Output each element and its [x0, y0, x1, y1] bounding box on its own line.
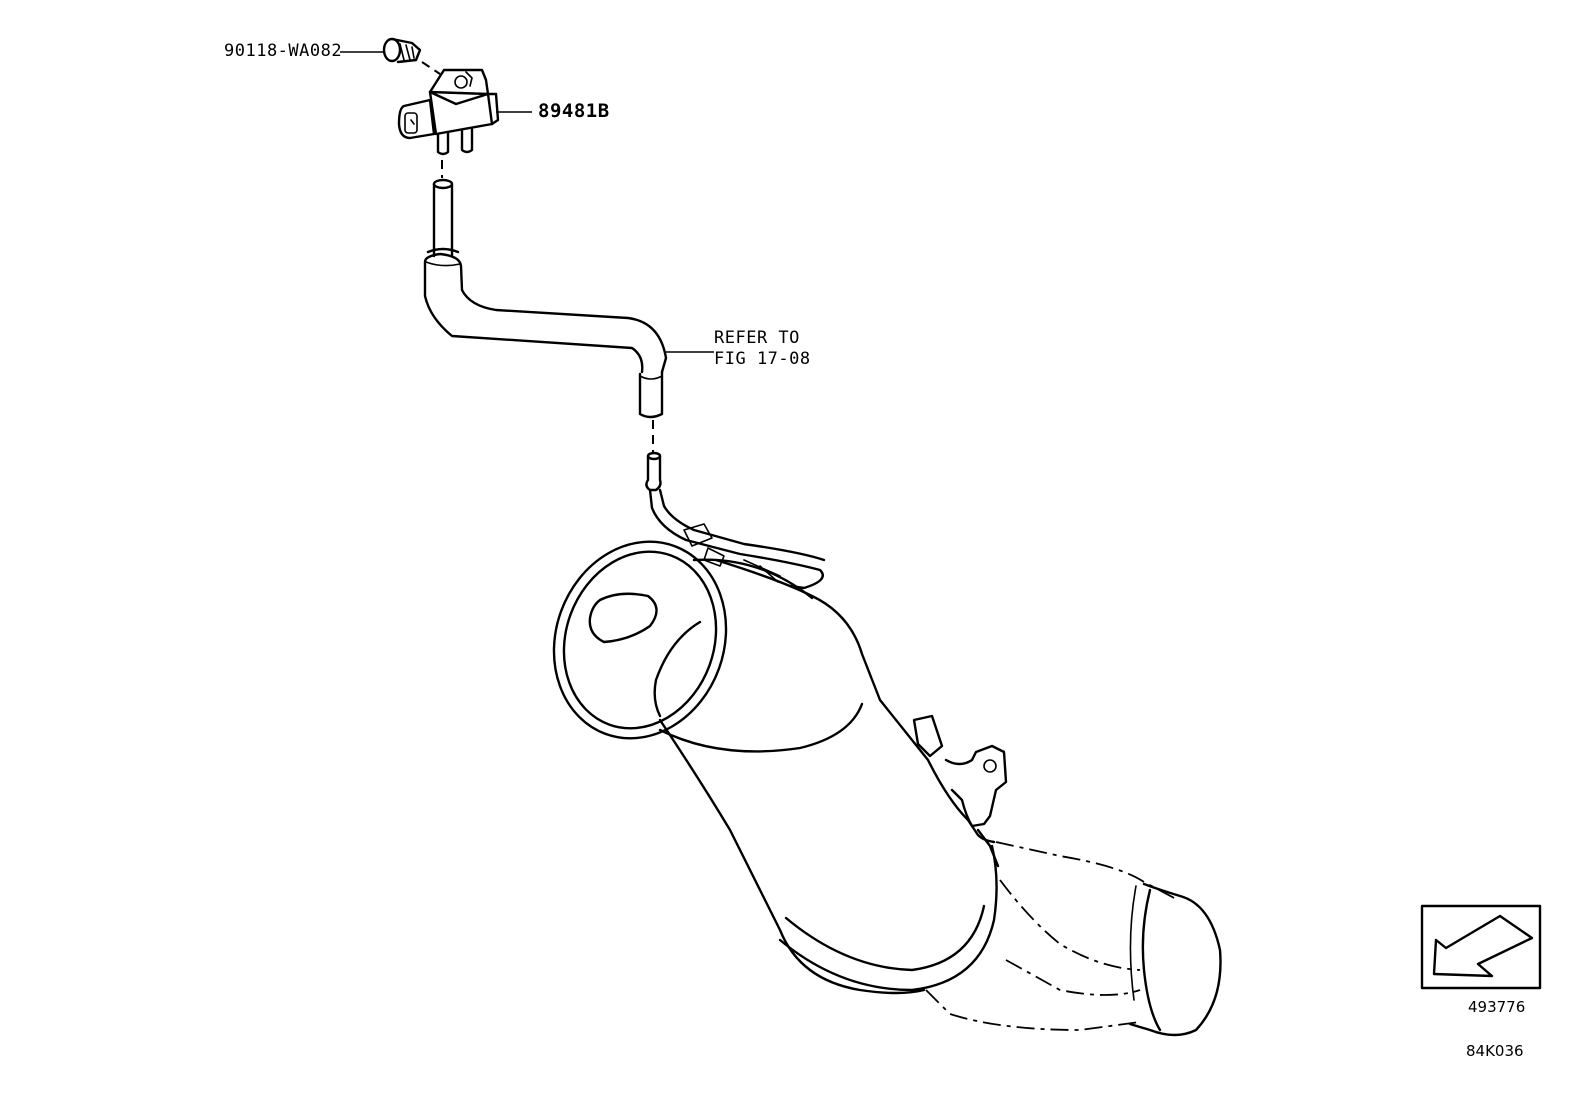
illustration-code: 84K036 — [1466, 1042, 1524, 1060]
pressure-hose[interactable] — [423, 178, 668, 419]
pressure-sensor-89481b[interactable] — [397, 68, 500, 156]
refer-to-line-2: FIG 17-08 — [714, 349, 811, 369]
sensor-part-number: 89481B — [538, 100, 610, 122]
refer-to-line-1: REFER TO — [714, 328, 800, 348]
direction-box-code: 493776 — [1468, 998, 1526, 1016]
bolt-part-number: 90118-WA082 — [224, 41, 343, 61]
direction-box — [1420, 904, 1542, 990]
bolt-dash-line — [421, 61, 441, 75]
direction-arrow-icon — [1432, 914, 1534, 978]
particulate-filter[interactable] — [527, 517, 1222, 1037]
filter-pressure-pipe[interactable] — [645, 451, 826, 590]
bolt-90118[interactable] — [382, 37, 422, 64]
